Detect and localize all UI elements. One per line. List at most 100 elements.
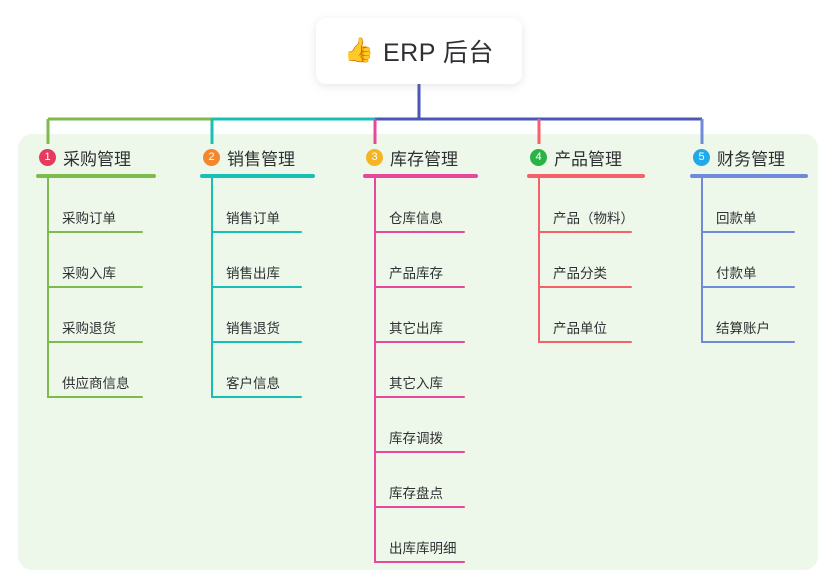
diagram-canvas (18, 134, 818, 570)
branch-item[interactable]: 客户信息 (200, 343, 315, 398)
branch-item-rule (538, 341, 632, 343)
branch-items: 回款单付款单结算账户 (690, 178, 808, 343)
branch-item[interactable]: 采购退货 (36, 288, 156, 343)
branch-item[interactable]: 销售退货 (200, 288, 315, 343)
branch-spine (211, 178, 213, 398)
branch-item-label: 仓库信息 (389, 211, 443, 226)
branch-item[interactable]: 其它入库 (363, 343, 478, 398)
branch-item-rule (211, 341, 302, 343)
branch-item-label: 付款单 (716, 266, 757, 281)
branch-item-rule (701, 286, 795, 288)
branch-item[interactable]: 产品库存 (363, 233, 478, 288)
branch-header-4[interactable]: 4 产品管理 (527, 146, 645, 169)
branch-item-rule (211, 396, 302, 398)
branch-item-rule (538, 286, 632, 288)
branch-title: 产品管理 (554, 149, 622, 169)
branch-item-rule (47, 341, 143, 343)
branch-item-label: 库存盘点 (389, 486, 443, 501)
branch-number-badge: 2 (203, 148, 220, 166)
branch-title: 采购管理 (63, 149, 131, 169)
branch-item-rule (374, 506, 465, 508)
thumbs-up-icon: 👍 (344, 37, 374, 64)
branch-title: 库存管理 (390, 149, 458, 169)
branch-item-label: 产品库存 (389, 266, 443, 281)
branch-item-label: 其它入库 (389, 376, 443, 391)
branch-number-badge: 4 (530, 148, 547, 166)
branch-item[interactable]: 回款单 (690, 178, 808, 233)
branch-item-rule (211, 286, 302, 288)
branch-item-label: 销售出库 (226, 266, 280, 281)
branch-item-label: 回款单 (716, 211, 757, 226)
branch-item-rule (538, 231, 632, 233)
branch-header-1[interactable]: 1 采购管理 (36, 146, 156, 169)
branch-items: 产品（物料） 产品分类产品单位 (527, 178, 645, 343)
branch-item-rule (374, 341, 465, 343)
branch-item[interactable]: 出库库明细 (363, 508, 478, 563)
branch-item[interactable]: 结算账户 (690, 288, 808, 343)
branch-item-label: 库存调拨 (389, 431, 443, 446)
branch-item-label: 采购退货 (62, 321, 116, 336)
branch-item-label: 销售订单 (226, 211, 280, 226)
branch-item[interactable]: 库存调拨 (363, 398, 478, 453)
branch-header-rule (690, 174, 808, 178)
branch-spine (538, 178, 540, 343)
branch-item-label: 其它出库 (389, 321, 443, 336)
branch-number-badge: 3 (366, 148, 383, 166)
branch-items: 销售订单销售出库销售退货客户信息 (200, 178, 315, 398)
branch-column-5: 5 财务管理回款单付款单结算账户 (690, 146, 808, 343)
branch-item-rule (374, 561, 465, 563)
branch-item[interactable]: 采购入库 (36, 233, 156, 288)
branch-item-rule (374, 231, 465, 233)
branch-header-rule (527, 174, 645, 178)
branch-item-rule (374, 451, 465, 453)
branch-header-3[interactable]: 3 库存管理 (363, 146, 478, 169)
branch-header-rule (200, 174, 315, 178)
branch-item-rule (374, 286, 465, 288)
branch-item-rule (47, 286, 143, 288)
branch-item-label: 销售退货 (226, 321, 280, 336)
branch-item-label: 产品单位 (553, 321, 607, 336)
branch-item-label: 供应商信息 (62, 376, 130, 391)
branch-column-3: 3 库存管理仓库信息产品库存其它出库其它入库库存调拨库存盘点出库库明细 (363, 146, 478, 563)
branch-item[interactable]: 仓库信息 (363, 178, 478, 233)
branch-item-label: 产品（物料） (553, 211, 634, 226)
branch-items: 仓库信息产品库存其它出库其它入库库存调拨库存盘点出库库明细 (363, 178, 478, 563)
root-node-label: ERP 后台 (382, 39, 494, 67)
branch-title: 财务管理 (717, 149, 785, 169)
branch-number-badge: 1 (39, 148, 56, 166)
branch-item[interactable]: 供应商信息 (36, 343, 156, 398)
branch-item[interactable]: 销售订单 (200, 178, 315, 233)
branch-item-rule (47, 396, 143, 398)
branch-item[interactable]: 付款单 (690, 233, 808, 288)
branch-item[interactable]: 采购订单 (36, 178, 156, 233)
branch-header-5[interactable]: 5 财务管理 (690, 146, 808, 169)
branch-item-label: 产品分类 (553, 266, 607, 281)
branch-item[interactable]: 销售出库 (200, 233, 315, 288)
branch-header-rule (36, 174, 156, 178)
branch-item-label: 采购入库 (62, 266, 116, 281)
branch-column-1: 1 采购管理采购订单采购入库采购退货供应商信息 (36, 146, 156, 398)
branch-item-label: 出库库明细 (389, 541, 457, 556)
branch-item[interactable]: 产品（物料） (527, 178, 645, 233)
branch-item-rule (701, 341, 795, 343)
branch-item[interactable]: 库存盘点 (363, 453, 478, 508)
branch-header-rule (363, 174, 478, 178)
branch-item[interactable]: 产品单位 (527, 288, 645, 343)
branch-item-rule (374, 396, 465, 398)
branch-item-label: 客户信息 (226, 376, 280, 391)
branch-spine (701, 178, 703, 343)
branch-item[interactable]: 其它出库 (363, 288, 478, 343)
branch-item-rule (701, 231, 795, 233)
branch-item-rule (211, 231, 302, 233)
root-node[interactable]: 👍 ERP 后台 (316, 18, 522, 84)
branch-number-badge: 5 (693, 148, 710, 166)
branch-column-4: 4 产品管理产品（物料） 产品分类产品单位 (527, 146, 645, 343)
branch-item-label: 结算账户 (716, 321, 770, 336)
branch-item-label: 采购订单 (62, 211, 116, 226)
branch-items: 采购订单采购入库采购退货供应商信息 (36, 178, 156, 398)
branch-item[interactable]: 产品分类 (527, 233, 645, 288)
branch-spine (374, 178, 376, 563)
